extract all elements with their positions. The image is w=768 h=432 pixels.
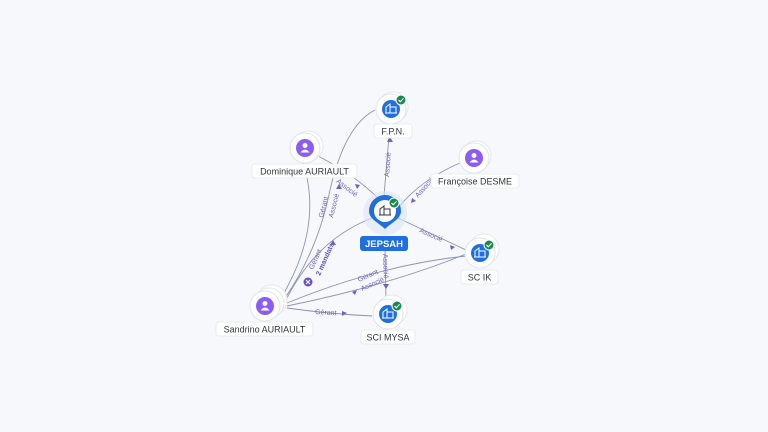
node-label-dominique: Dominique AURIAULT <box>260 167 349 177</box>
check-icon <box>395 94 407 106</box>
edge-label-jepsah-scik: Associé <box>418 227 443 243</box>
company-icon <box>385 103 397 114</box>
node-jepsah[interactable]: JEPSAH <box>360 191 408 251</box>
edge-label-jepsah-fpn: Associé <box>384 152 393 177</box>
person-icon <box>469 153 479 163</box>
arrow-francoise <box>411 198 416 203</box>
arrow-sandrino-mysa <box>342 311 347 316</box>
edge-sandrino-jepsah <box>284 217 373 303</box>
node-dominique[interactable]: Dominique AURIAULT <box>251 130 358 179</box>
node-label-francoise: Françoise DESME <box>438 177 512 187</box>
edge-label-sandrino-mysa-gerant: Gérant <box>315 309 337 317</box>
arrow-dominique-fpn <box>336 184 342 189</box>
arrow-mysa <box>383 284 389 289</box>
edge-dominique-fpn <box>284 109 376 299</box>
person-icon <box>260 301 270 311</box>
edge-jepsah-scimysa <box>384 249 387 301</box>
edge-label-dominique-gerant: Gérant <box>318 196 330 219</box>
arrow-sandrino-scik <box>352 290 357 295</box>
node-label-fpn: F.P.N. <box>381 127 404 137</box>
edge-sandrino-scik-2 <box>286 255 467 304</box>
node-fpn[interactable]: F.P.N. <box>373 91 413 139</box>
edge-sandrino-scimysa <box>286 307 373 317</box>
arrow-markers <box>330 137 455 316</box>
arrow-scik <box>450 245 455 250</box>
node-label-scik: SC IK <box>468 273 492 283</box>
person-icon <box>300 143 310 153</box>
node-scimysa[interactable]: SCI MYSA <box>360 294 416 345</box>
edge-sandrino-scik <box>286 253 467 307</box>
node-sandrino[interactable]: Sandrino AURIAULT <box>215 284 314 337</box>
close-icon <box>305 279 311 285</box>
node-label-scimysa: SCI MYSA <box>366 333 409 343</box>
arrow-dominique-gerant <box>330 240 336 245</box>
node-francoise[interactable]: Françoise DESME <box>430 140 520 189</box>
edge-label-dominique-associe: Associé <box>328 193 341 219</box>
node-scik[interactable]: SC IK <box>460 233 500 285</box>
check-icon <box>391 300 403 312</box>
edge-label-jepsah-scimysa: Associé <box>381 254 389 279</box>
company-icon <box>382 308 394 319</box>
check-icon <box>483 239 495 251</box>
node-label-sandrino: Sandrino AURIAULT <box>224 325 306 335</box>
node-label-jepsah: JEPSAH <box>365 239 403 250</box>
edge-jepsah-scik <box>397 217 467 251</box>
arrow-dominique <box>355 184 360 189</box>
mandats-badge[interactable] <box>303 277 313 287</box>
check-icon <box>388 197 400 209</box>
company-icon <box>474 247 486 258</box>
company-icon <box>379 205 391 216</box>
arrow-fpn <box>387 137 393 142</box>
